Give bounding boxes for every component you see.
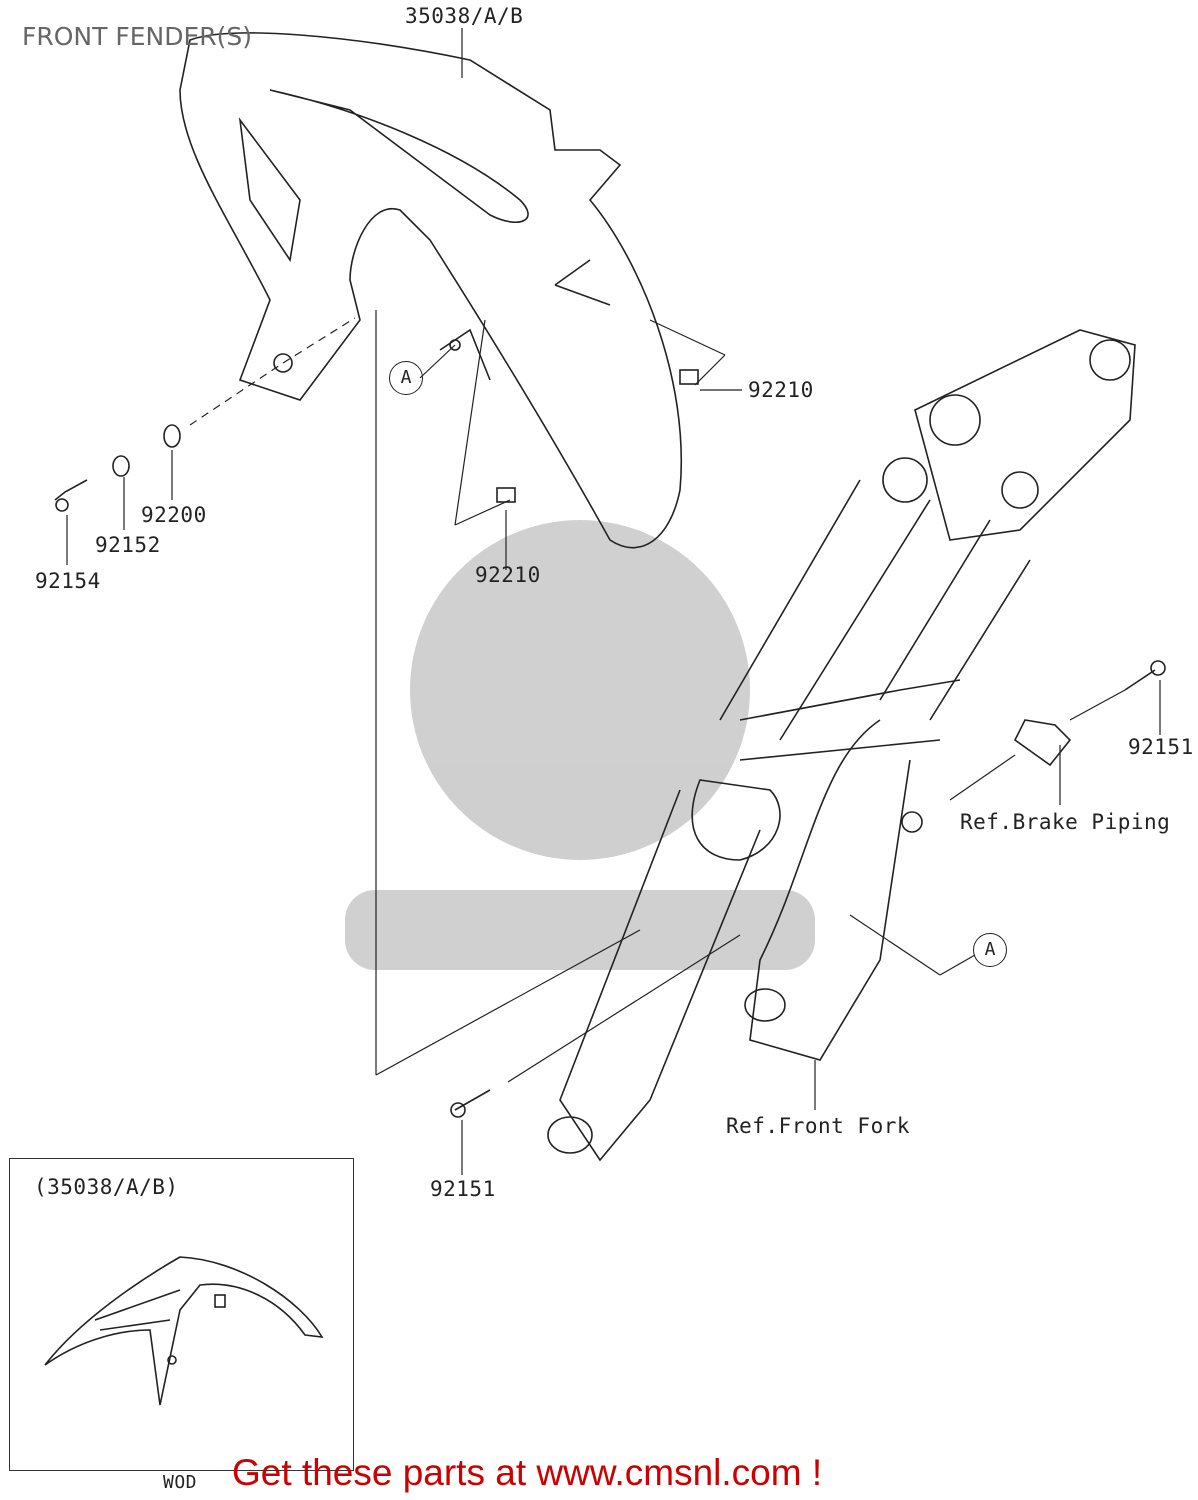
ref-front-fork: Ref.Front Fork [726, 1114, 911, 1138]
callout-92210-upper[interactable]: 92210 [748, 378, 814, 402]
inset-panel: (35038/A/B) [9, 1158, 354, 1471]
ref-brake-piping: Ref.Brake Piping [960, 810, 1171, 834]
callout-92151-upper[interactable]: 92151 [1128, 735, 1194, 759]
watermark-logo [345, 520, 815, 970]
reference-marker-a: A [389, 361, 423, 395]
callout-92210-lower[interactable]: 92210 [475, 563, 541, 587]
small-parts [54, 369, 1166, 1118]
leader-lines [66, 28, 1161, 1175]
inset-fender-drawing [44, 1256, 324, 1406]
callout-92152[interactable]: 92152 [95, 533, 161, 557]
inset-label: (35038/A/B) [34, 1175, 179, 1199]
callout-92200[interactable]: 92200 [141, 503, 207, 527]
callout-35038[interactable]: 35038/A/B [405, 4, 524, 28]
callout-92151-lower[interactable]: 92151 [430, 1177, 496, 1201]
front-fender-drawing [179, 32, 682, 549]
inset-code: WOD [163, 1472, 198, 1493]
promo-banner[interactable]: Get these parts at www.cmsnl.com ! [232, 1452, 823, 1493]
callout-92154[interactable]: 92154 [35, 569, 101, 593]
page-title: FRONT FENDER(S) [22, 22, 253, 51]
front-fork-drawing [547, 329, 1136, 1162]
reference-marker-a: A [973, 933, 1007, 967]
